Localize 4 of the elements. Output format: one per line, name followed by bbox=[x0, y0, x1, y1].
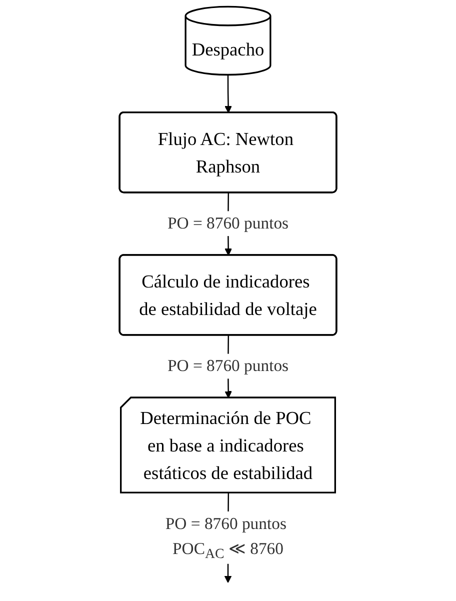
edge-label: PO = 8760 puntos bbox=[167, 357, 289, 376]
edge-label: PO = 8760 puntos bbox=[167, 214, 289, 233]
edge-label: PO = 8760 puntos POC$_{AC}$ ≪ 8760 bbox=[165, 514, 286, 562]
arrow bbox=[224, 74, 232, 114]
